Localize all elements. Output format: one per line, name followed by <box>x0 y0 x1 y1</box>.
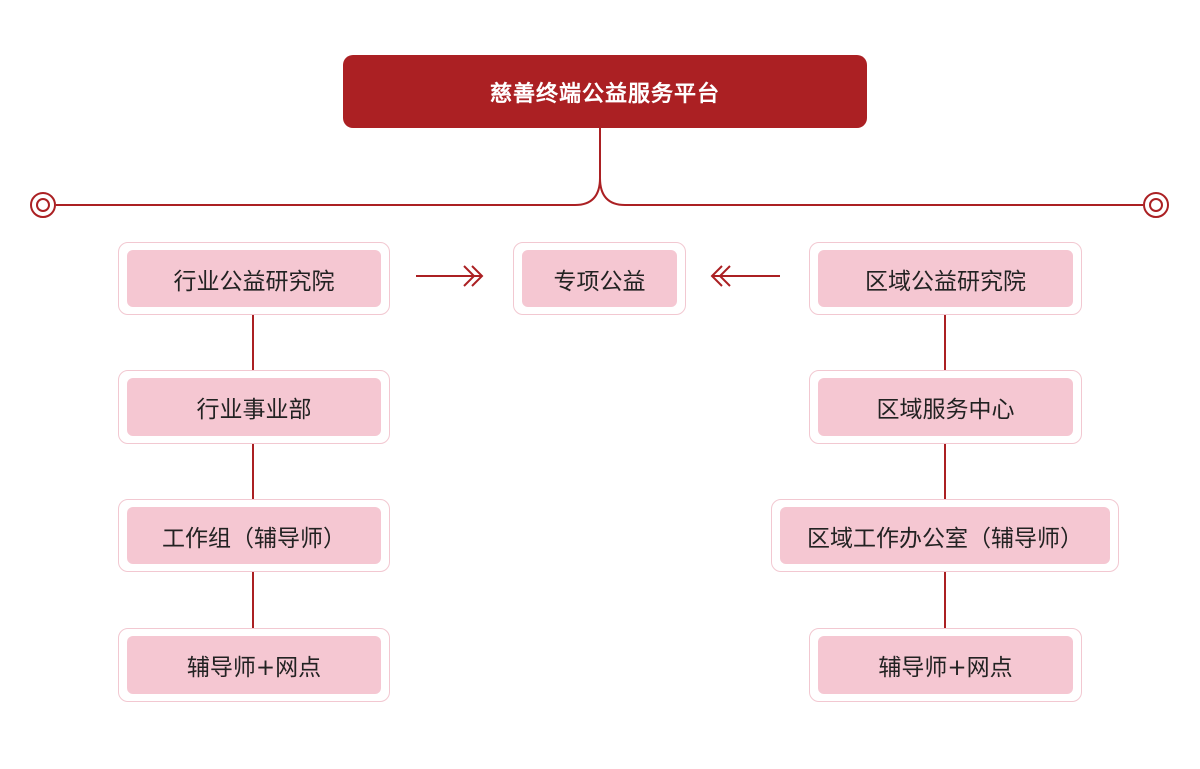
left-node-2: 行业事业部 <box>118 370 390 444</box>
left-node-1: 行业公益研究院 <box>118 242 390 315</box>
right-node-4: 辅导师+网点 <box>809 628 1082 702</box>
right-node-2: 区域服务中心 <box>809 370 1082 444</box>
left-node-2-label: 行业事业部 <box>196 397 312 423</box>
arrow-left-icon <box>710 265 780 287</box>
right-node-3-label: 区域工作办公室（辅导师） <box>807 525 1083 552</box>
left-node-1-label: 行业公益研究院 <box>173 268 335 295</box>
center-node-label: 专项公益 <box>553 268 646 295</box>
left-node-4-label: 辅导师+网点 <box>186 655 322 681</box>
right-node-2-label: 区域服务中心 <box>876 397 1015 423</box>
left-node-4: 辅导师+网点 <box>118 628 390 702</box>
right-node-1: 区域公益研究院 <box>809 242 1082 315</box>
left-node-3-label: 工作组（辅导师） <box>162 525 346 552</box>
left-end-ring-icon <box>30 192 56 218</box>
right-end-ring-icon <box>1143 192 1169 218</box>
right-node-4-label: 辅导师+网点 <box>878 655 1013 681</box>
main-horizontal-line <box>56 177 1143 206</box>
left-node-3: 工作组（辅导师） <box>118 499 390 572</box>
right-node-3: 区域工作办公室（辅导师） <box>771 499 1119 572</box>
center-node: 专项公益 <box>513 242 686 315</box>
platform-title-text: 慈善终端公益服务平台 <box>489 81 720 107</box>
arrow-right-icon <box>416 265 484 287</box>
platform-title: 慈善终端公益服务平台 <box>343 55 867 128</box>
right-node-1-label: 区域公益研究院 <box>865 268 1026 295</box>
